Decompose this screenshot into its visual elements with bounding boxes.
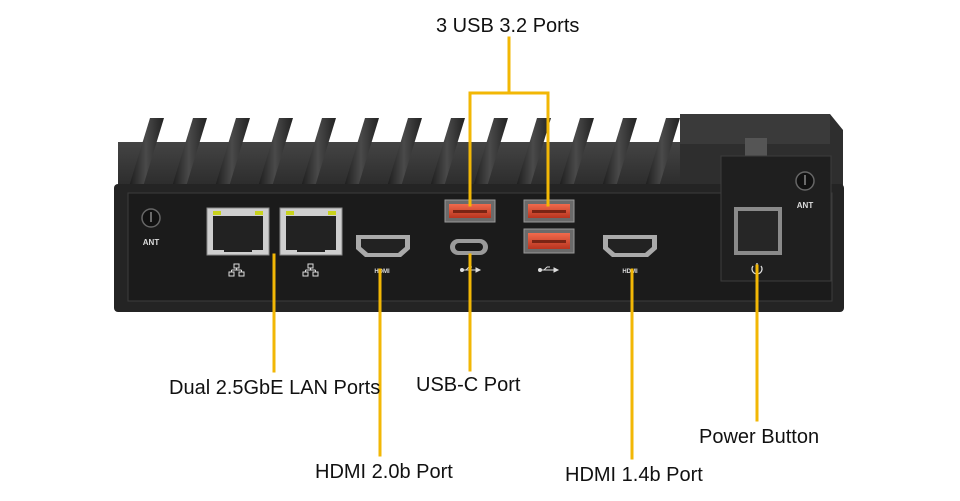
hdmi20-callout: HDMI 2.0b Port [315, 461, 453, 483]
lan-port-1 [206, 207, 270, 256]
usb-a-port-bottom [523, 228, 575, 254]
antenna-connector-right [795, 171, 815, 191]
heatsink-fin [343, 118, 379, 190]
ant-left-label: ANT [143, 238, 160, 247]
ant-right-label: ANT [797, 201, 814, 210]
heatsink-fin [601, 118, 637, 190]
network-icon [228, 263, 245, 277]
lan-callout: Dual 2.5GbE LAN Ports [169, 377, 381, 399]
usb32-callout: 3 USB 3.2 Ports [436, 15, 580, 37]
power-callout: Power Button [699, 426, 820, 448]
heatsink-fins [128, 118, 680, 190]
usb-a-port-top-left [444, 199, 496, 223]
heatsink-fin [515, 118, 551, 190]
network-icon [302, 263, 319, 277]
heatsink-fin [257, 118, 293, 190]
usbc-callout: USB-C Port [416, 374, 521, 396]
heatsink-fin [429, 118, 465, 190]
heatsink-fin [171, 118, 207, 190]
hdmi-left-label: HDMI [374, 269, 390, 275]
hdmi-right-label: HDMI [622, 269, 638, 275]
usb-icon [538, 266, 560, 273]
hdmi14-callout: HDMI 1.4b Port [565, 464, 703, 486]
power-button [734, 207, 782, 255]
hdmi-port-right [603, 235, 657, 257]
heatsink-fin [386, 118, 422, 190]
heatsink [118, 118, 728, 190]
heatsink-fin [558, 118, 594, 190]
leader-lines [272, 36, 759, 460]
hdmi-port-left [356, 235, 410, 257]
usb-c-port [450, 239, 488, 255]
heatsink-fin [300, 118, 336, 190]
heatsink-fin [128, 118, 164, 190]
antenna-connector-left [141, 208, 161, 228]
heatsink-fin [472, 118, 508, 190]
heatsink-fin [644, 118, 680, 190]
lan-port-2 [279, 207, 343, 256]
usb-a-port-top-right [523, 199, 575, 223]
heatsink-fin [214, 118, 250, 190]
